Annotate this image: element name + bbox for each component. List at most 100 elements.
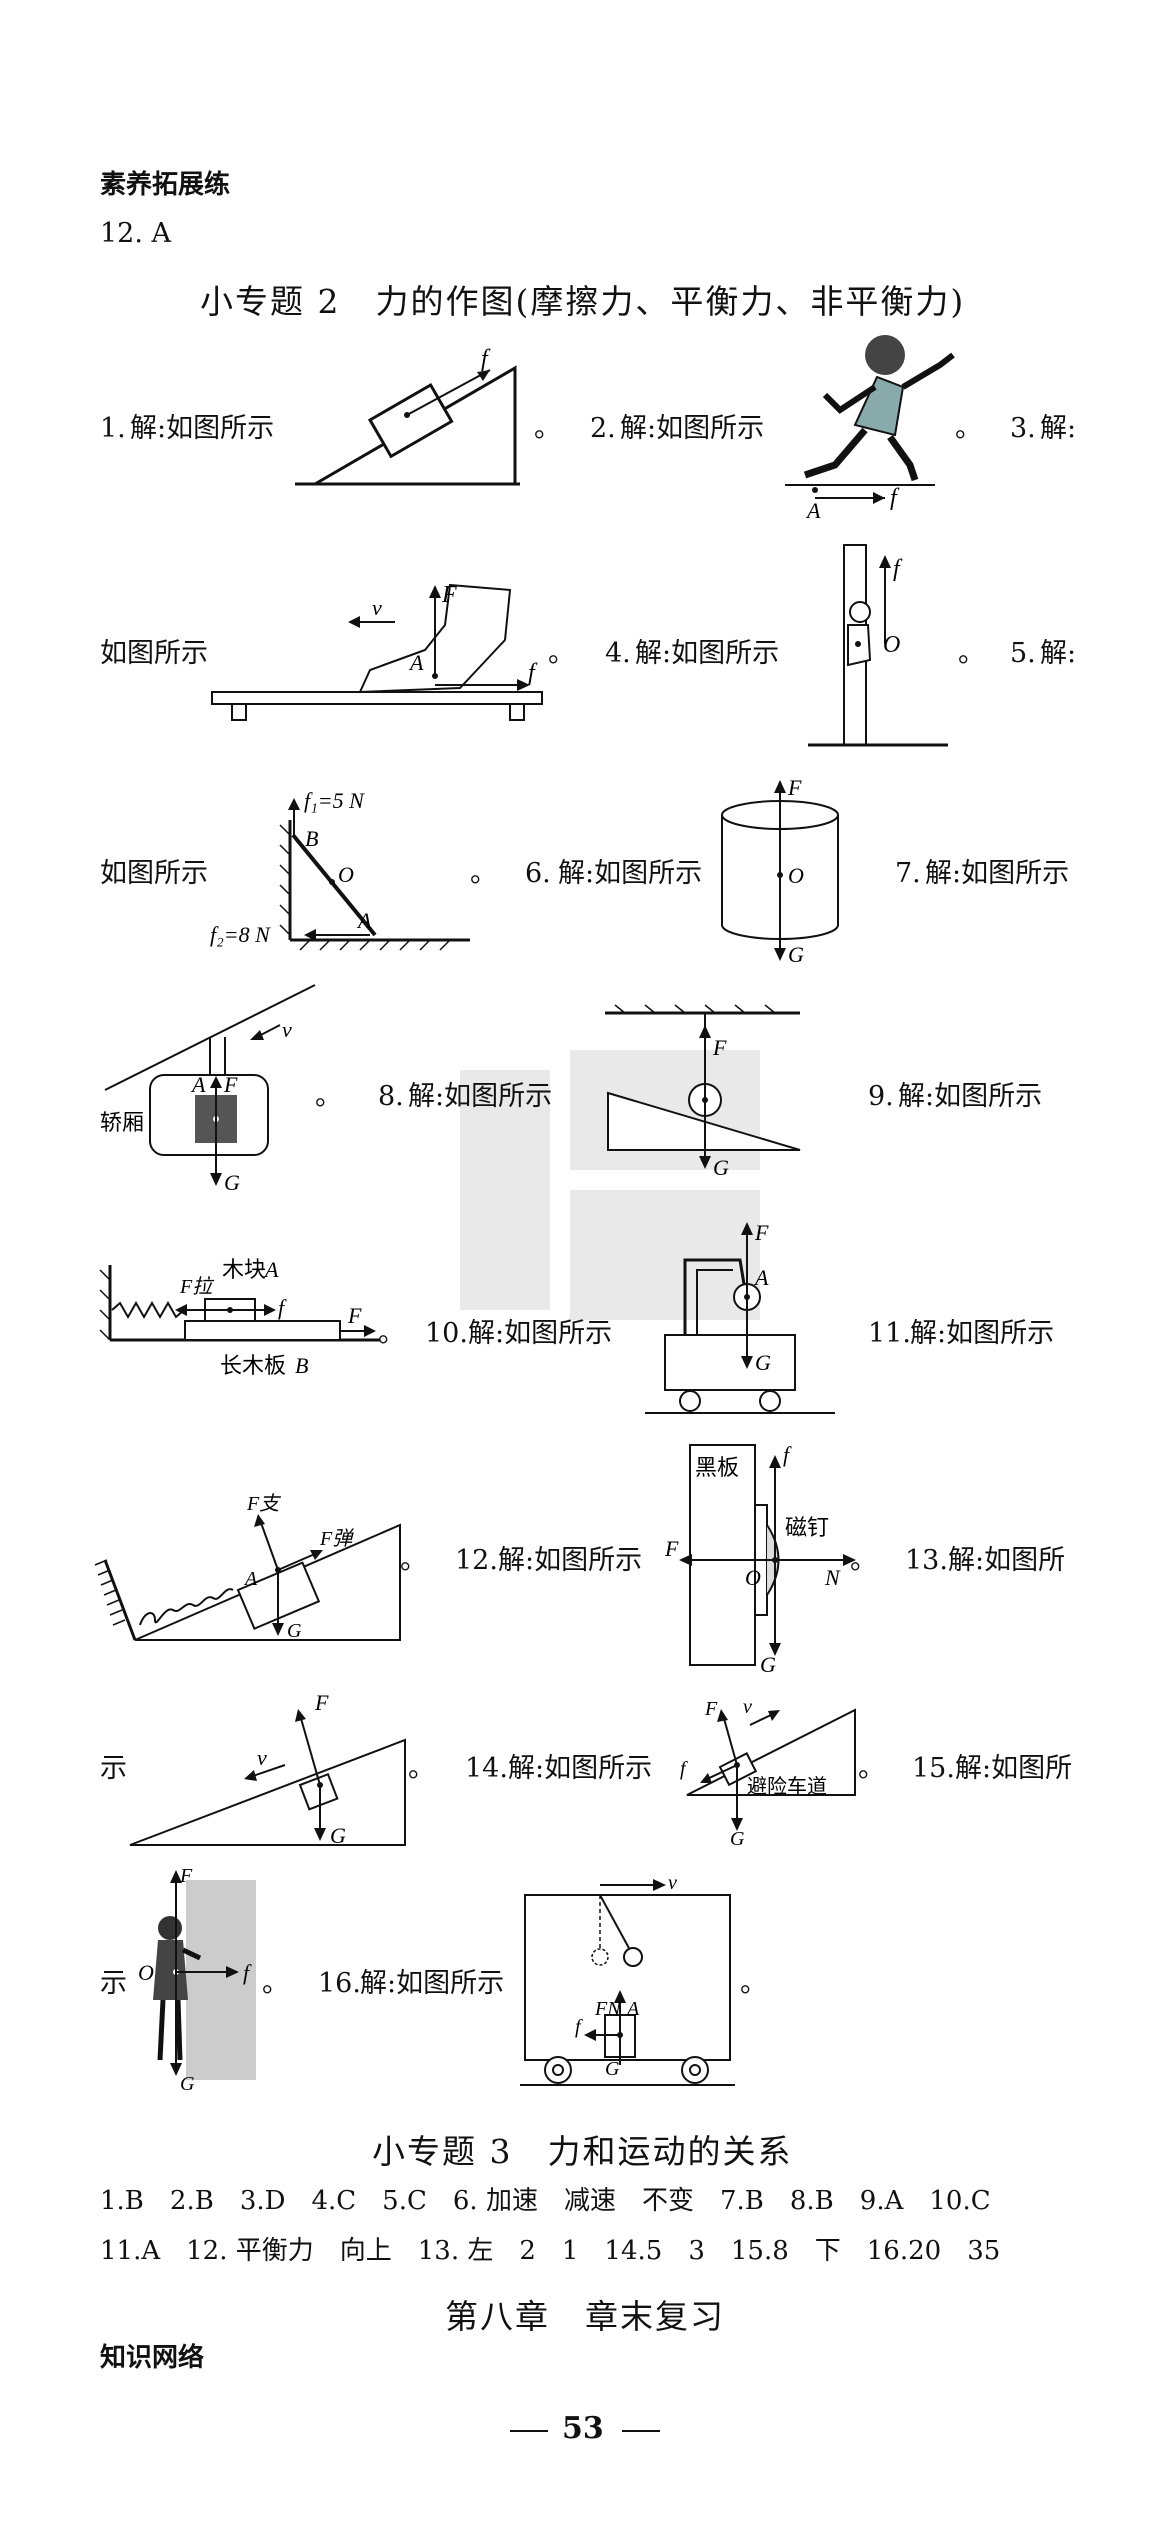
q6-figure-cylinder: F O G	[721, 775, 839, 967]
q15-figure-girl-wall: F O f G	[138, 1865, 256, 2095]
q1-period: 。	[534, 413, 561, 444]
q2-number: 2.	[590, 413, 616, 444]
q10-label-A: A	[753, 1265, 769, 1290]
q9-label-Fla: F拉	[179, 1276, 215, 1298]
q9-label-changmuban: 长木板	[220, 1354, 286, 1379]
q15-label-f: f	[243, 1960, 252, 1985]
chapter-title: 第八章 章末复习	[445, 2297, 725, 2336]
q15-label-F: F	[179, 1865, 193, 1887]
q10-text: 解:如图所示	[468, 1318, 613, 1349]
q13-text-start: 解:如图所	[948, 1545, 1066, 1576]
q5-figure-ladder: O B A f₁=5 N f₂=8 N	[210, 788, 470, 951]
q15-text-start: 解:如图所	[955, 1753, 1073, 1784]
knowledge-network-heading: 知识网络	[100, 2343, 205, 2373]
q6-text: 解:如图所示	[558, 858, 703, 889]
topic3-answers-line1: 1.B 2.B 3.D 4.C 5.C 6. 加速 减速 不变 7.B 8.B …	[100, 2186, 991, 2216]
q8-text: 解:如图所示	[408, 1081, 553, 1112]
q16-number: 16.	[318, 1968, 361, 1999]
q16-figure-cart-pendulum: v FN A f G	[520, 1872, 735, 2086]
q8-label-F: F	[712, 1035, 727, 1060]
q11-figure-spring-incline: F支 F弹 A G	[94, 1493, 401, 1642]
q10-label-G: G	[755, 1350, 771, 1375]
q5-text-start: 解:	[1040, 638, 1077, 669]
q13-label-v: v	[257, 1745, 267, 1770]
q3-label-f: f	[528, 660, 538, 686]
q12-label-f: f	[783, 1442, 792, 1467]
page-number-dash-left	[510, 2430, 548, 2432]
q9-label-mukuai: 木块	[222, 1258, 266, 1283]
q4-label-f: f	[893, 556, 903, 582]
q14-number: 14.	[465, 1753, 508, 1784]
q4-text: 解:如图所示	[635, 638, 780, 669]
q12-label-G: G	[760, 1652, 776, 1677]
q13-text-end: 示	[100, 1753, 127, 1784]
q10-figure-crane: F A G	[645, 1220, 835, 1414]
q6-number: 6.	[525, 858, 551, 889]
q8-figure-pulley-incline: F G	[605, 1004, 801, 1180]
q10-number: 10.	[425, 1318, 468, 1349]
q12-label-O: O	[745, 1565, 761, 1590]
q2-period: 。	[955, 413, 982, 444]
q9-label-A: A	[263, 1257, 279, 1282]
q9-label-B: B	[295, 1353, 308, 1378]
q3-number: 3.	[1010, 413, 1036, 444]
q3-label-A: A	[408, 650, 424, 675]
q16-label-G: G	[605, 2058, 620, 2080]
q7-label-jiaoxiang: 轿厢	[100, 1111, 144, 1136]
q5-label-B: B	[305, 826, 318, 851]
q7-figure-cable-car: F A G v 轿厢	[100, 984, 316, 1195]
q14-label-bixian: 避险车道	[747, 1774, 827, 1798]
q16-label-v: v	[668, 1872, 677, 1894]
q1-text: 解:如图所示	[130, 413, 275, 444]
page-number-block: 53	[510, 2410, 660, 2450]
q10-label-F: F	[754, 1220, 769, 1245]
q8-label-G: G	[713, 1155, 729, 1180]
q11-label-Ftan: F弹	[319, 1528, 354, 1550]
q13-label-F: F	[314, 1690, 329, 1715]
q11-label-G: G	[287, 1620, 302, 1642]
q14-label-f: f	[680, 1758, 688, 1780]
q13-label-G: G	[330, 1823, 346, 1848]
q12-period: 。	[850, 1545, 877, 1576]
q1-number: 1.	[100, 413, 126, 444]
q9-number: 9.	[868, 1081, 894, 1112]
q3-label-F: F	[441, 582, 457, 608]
q9-label-f: f	[278, 1295, 287, 1320]
q3-text-start: 解:	[1040, 413, 1077, 444]
q12-text: 解:如图所示	[498, 1545, 643, 1576]
q5-label-O: O	[338, 862, 354, 887]
section-heading: 素养拓展练	[100, 170, 231, 200]
q3-figure-foot-on-board: F A f v	[211, 582, 543, 721]
q5-number: 5.	[1010, 638, 1036, 669]
q14-label-F: F	[704, 1698, 718, 1720]
q12-label-N: N	[824, 1565, 841, 1590]
q7-label-A: A	[190, 1072, 206, 1097]
q16-period: 。	[740, 1968, 767, 1999]
q12-label-F: F	[664, 1536, 679, 1561]
q16-text: 解:如图所示	[360, 1968, 505, 1999]
q15-text-end: 示	[100, 1968, 127, 1999]
q9-text: 解:如图所示	[898, 1081, 1043, 1112]
q13-figure-block-incline: F v G	[129, 1690, 406, 1848]
q8-number: 8.	[378, 1081, 404, 1112]
q14-period: 。	[858, 1753, 885, 1784]
q14-text: 解:如图所示	[508, 1753, 653, 1784]
answer-12: 12. A	[100, 218, 172, 249]
q2-text: 解:如图所示	[620, 413, 765, 444]
page-number: 53	[562, 2411, 604, 2446]
q12-figure-magnet-blackboard: 黑板 磁钉 f F O N G	[664, 1442, 856, 1677]
q9-figure-spring-block: F拉 木块 A f F 长木板 B	[99, 1257, 380, 1379]
q1-label-f: f	[481, 346, 491, 372]
q13-number: 13.	[905, 1545, 948, 1576]
q6-label-F: F	[787, 775, 802, 800]
q7-number: 7.	[895, 858, 921, 889]
q9-period: 。	[378, 1318, 405, 1349]
q9-label-F: F	[347, 1303, 362, 1328]
q3-period: 。	[548, 638, 575, 669]
topic2-title: 小专题 2 力的作图(摩擦力、平衡力、非平衡力)	[200, 282, 966, 321]
q11-period: 。	[400, 1545, 427, 1576]
q7-label-v: v	[282, 1017, 292, 1042]
q11-text: 解:如图所示	[910, 1318, 1055, 1349]
q2-figure-runner: f A	[785, 335, 955, 523]
q3-text-end: 如图所示	[100, 638, 208, 669]
